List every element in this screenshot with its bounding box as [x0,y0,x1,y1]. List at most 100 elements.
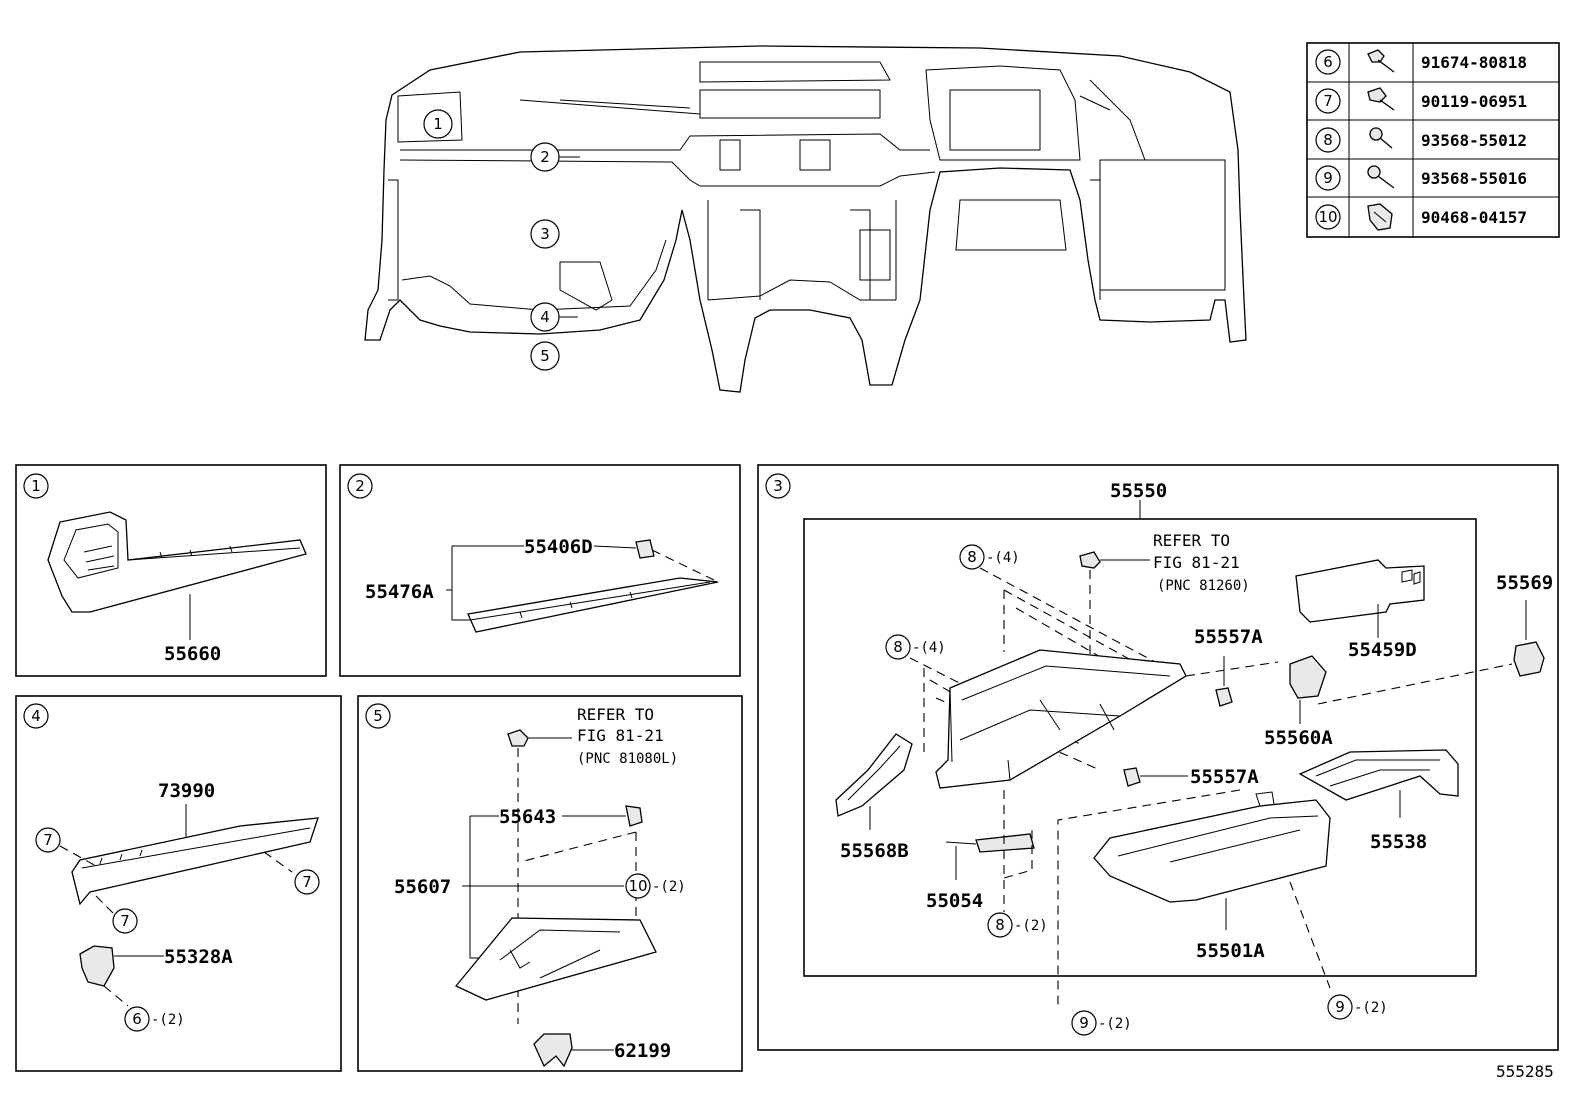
clip-icon [533,1033,573,1068]
part-label-55607[interactable]: 55607 [394,876,451,898]
svg-text:6: 6 [1323,53,1333,71]
svg-text:REFER TO: REFER TO [577,705,654,724]
svg-text:-(2): -(2) [1354,1000,1388,1016]
bulb-icon [507,729,529,747]
lower-cover[interactable] [71,817,319,906]
panel-5: 5 REFER TO FIG 81-21 (PNC 81080L) 55643 … [357,695,743,1072]
lower-finish-panel[interactable] [467,577,719,633]
svg-text:91674-80818: 91674-80818 [1421,53,1527,72]
panel-2: 2 55406D 55476A [339,464,741,677]
overview-callout-4[interactable]: 4 [530,302,560,332]
bolt-icon [1367,49,1395,73]
part-label-55660[interactable]: 55660 [164,643,221,665]
center-vent-garnish[interactable] [47,511,307,613]
svg-text:-(2): -(2) [1098,1016,1132,1032]
svg-text:10: 10 [1318,208,1337,226]
svg-text:9: 9 [1335,998,1345,1016]
svg-text:-(2): -(2) [151,1012,185,1028]
fastener-row[interactable]: 9 93568-55016 [1315,165,1527,191]
damper-55560A[interactable] [1289,655,1327,699]
fastener-row[interactable]: 6 91674-80818 [1315,49,1527,75]
glove-box-55501A[interactable] [1093,791,1331,903]
svg-text:1: 1 [31,477,41,495]
svg-text:93568-55012: 93568-55012 [1421,131,1527,150]
svg-text:5: 5 [373,707,383,725]
svg-text:8: 8 [995,916,1005,934]
svg-text:FIG 81-21: FIG 81-21 [577,726,664,745]
svg-text:8: 8 [1323,131,1333,149]
fastener-table [1306,42,1560,238]
svg-text:10: 10 [628,877,647,895]
fastener-row[interactable]: 8 93568-55012 [1315,127,1527,153]
part-label-55406D[interactable]: 55406D [524,536,593,558]
part-label-55501A[interactable]: 55501A [1196,940,1265,962]
part-label-55538[interactable]: 55538 [1370,831,1427,853]
svg-text:-(2): -(2) [652,879,686,895]
svg-text:3: 3 [540,225,550,243]
clip-icon [1367,203,1393,231]
svg-text:REFER TO: REFER TO [1153,531,1230,550]
hinge-55568B[interactable] [835,733,913,817]
stopper-icon [1215,687,1233,707]
bolt-icon [1367,87,1395,111]
dashboard-overview [364,45,1247,393]
svg-text:5: 5 [540,347,550,365]
svg-text:2: 2 [540,148,550,166]
part-label-55643[interactable]: 55643 [499,806,556,828]
overview-callout-3[interactable]: 3 [530,219,560,249]
panel-3: 3 55550 REFER TO FIG 81-21 (PNC 81260) 8… [757,464,1559,1051]
fastener-row[interactable]: 7 90119-06951 [1315,87,1527,114]
part-label-55557A-lower[interactable]: 55557A [1190,766,1259,788]
glove-box-bracket[interactable] [454,917,657,1001]
screw-icon [1369,127,1393,149]
bracket[interactable] [79,945,115,987]
screw-icon [1367,165,1395,189]
svg-text:7: 7 [120,912,130,930]
part-label-55054[interactable]: 55054 [926,890,983,912]
svg-text:7: 7 [302,873,312,891]
liner-55538[interactable] [1298,749,1459,801]
part-label-73990[interactable]: 73990 [158,780,215,802]
bulb-icon [1079,551,1101,569]
bracket-55459D[interactable] [1295,559,1425,623]
diagram-id: 555285 [1496,1062,1554,1081]
svg-text:90119-06951: 90119-06951 [1421,92,1527,111]
svg-text:8: 8 [967,548,977,566]
part-label-62199[interactable]: 62199 [614,1040,671,1062]
part-label-55557A-upper[interactable]: 55557A [1194,626,1263,648]
stopper-icon [1123,767,1141,787]
svg-text:FIG 81-21: FIG 81-21 [1153,553,1240,572]
svg-text:1: 1 [433,115,443,133]
clip-icon [635,539,655,559]
lamp-switch-55054[interactable] [975,833,1035,853]
svg-text:4: 4 [540,308,550,326]
svg-text:93568-55016: 93568-55016 [1421,169,1527,188]
part-label-55550[interactable]: 55550 [1110,480,1167,502]
svg-text:9: 9 [1323,169,1333,187]
svg-text:6: 6 [132,1010,142,1028]
glove-box-door[interactable] [935,649,1187,789]
cushion-55569[interactable] [1513,641,1545,677]
part-label-55459D[interactable]: 55459D [1348,639,1417,661]
svg-text:9: 9 [1079,1014,1089,1032]
svg-text:7: 7 [43,831,53,849]
svg-text:4: 4 [31,707,41,725]
part-label-55569[interactable]: 55569 [1496,572,1553,594]
svg-text:-(2): -(2) [1014,918,1048,934]
svg-text:3: 3 [773,477,783,495]
overview-callout-2[interactable]: 2 [530,142,560,172]
overview-callout-1[interactable]: 1 [423,109,453,139]
part-label-55328A[interactable]: 55328A [164,946,233,968]
part-label-55568B[interactable]: 55568B [840,840,909,862]
panel-1: 1 55660 [15,464,327,677]
svg-text:(PNC 81080L): (PNC 81080L) [577,751,678,767]
panel-4: 4 73990 7 7 7 55328A 6 -(2) [15,695,342,1072]
part-label-55560A[interactable]: 55560A [1264,727,1333,749]
svg-text:7: 7 [1323,92,1333,110]
fastener-row[interactable]: 10 90468-04157 [1315,203,1527,231]
cap-icon [625,805,643,827]
part-label-55476A[interactable]: 55476A [365,581,434,603]
svg-text:2: 2 [355,477,365,495]
overview-callout-5[interactable]: 5 [530,341,560,371]
